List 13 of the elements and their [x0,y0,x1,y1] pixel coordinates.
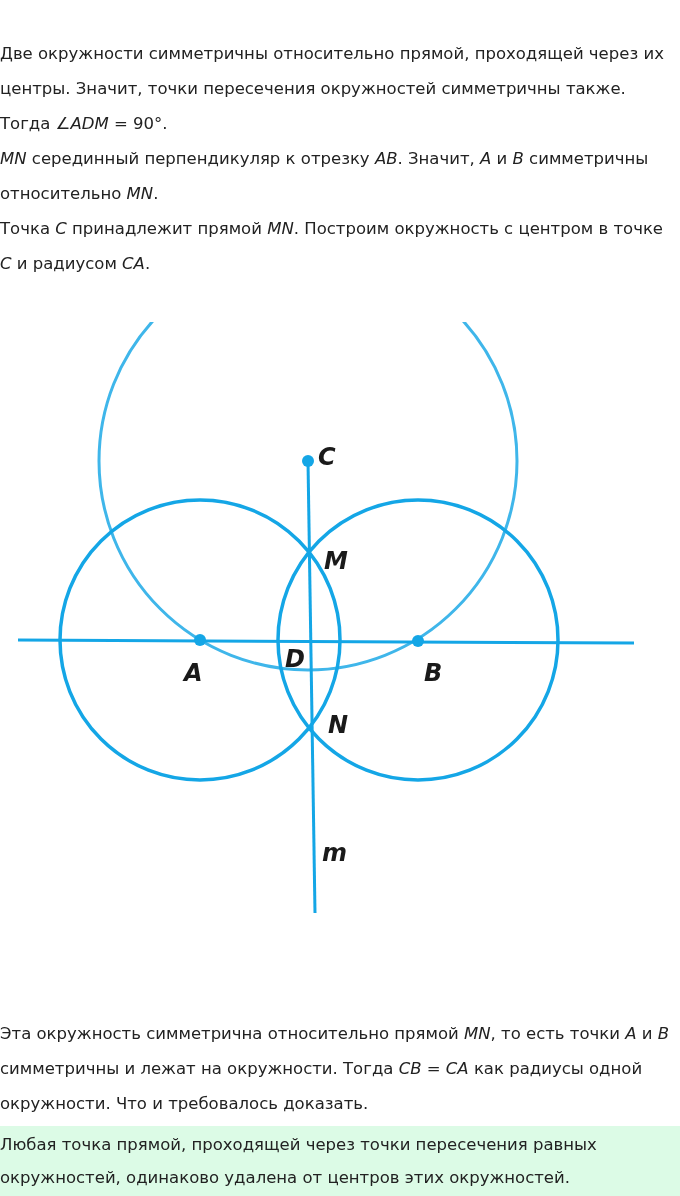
text-paragraph: Эта окружность симметрична относительно прямой MN, то есть точки A и B симметричны и лежат на окружности. Тогда CB = CA как радиусы одной окружности. Что и требовалось доказать. [0,1023,671,1115]
point-label: A [184,660,203,686]
point-label: m [322,840,347,866]
point-label: B [424,660,443,686]
text-paragraph: MN серединный перпендикуляр к отрезку AB. Значит, A и B симметричны относительно MN. [0,148,650,205]
point-label: N [328,712,349,738]
text-paragraph: Две окружности симметричны относительно прямой, проходящей через их центры. Значит, точки пересечения окружностей симметричны также. Тогда ∠ADM = 90°. [0,43,665,135]
rule-text: Любая точка прямой, проходящей через точки пересечения равных окружностей, одинаково удалена от центров этих окружностей. [0,1134,598,1189]
point-label: C [318,444,336,470]
point-label: M [324,548,348,574]
highlight-box [0,1126,680,1196]
text-paragraph: Точка C принадлежит прямой MN. Построим окружность с центром в точке C и радиусом CA. [0,218,665,275]
point-label: D [285,646,305,672]
